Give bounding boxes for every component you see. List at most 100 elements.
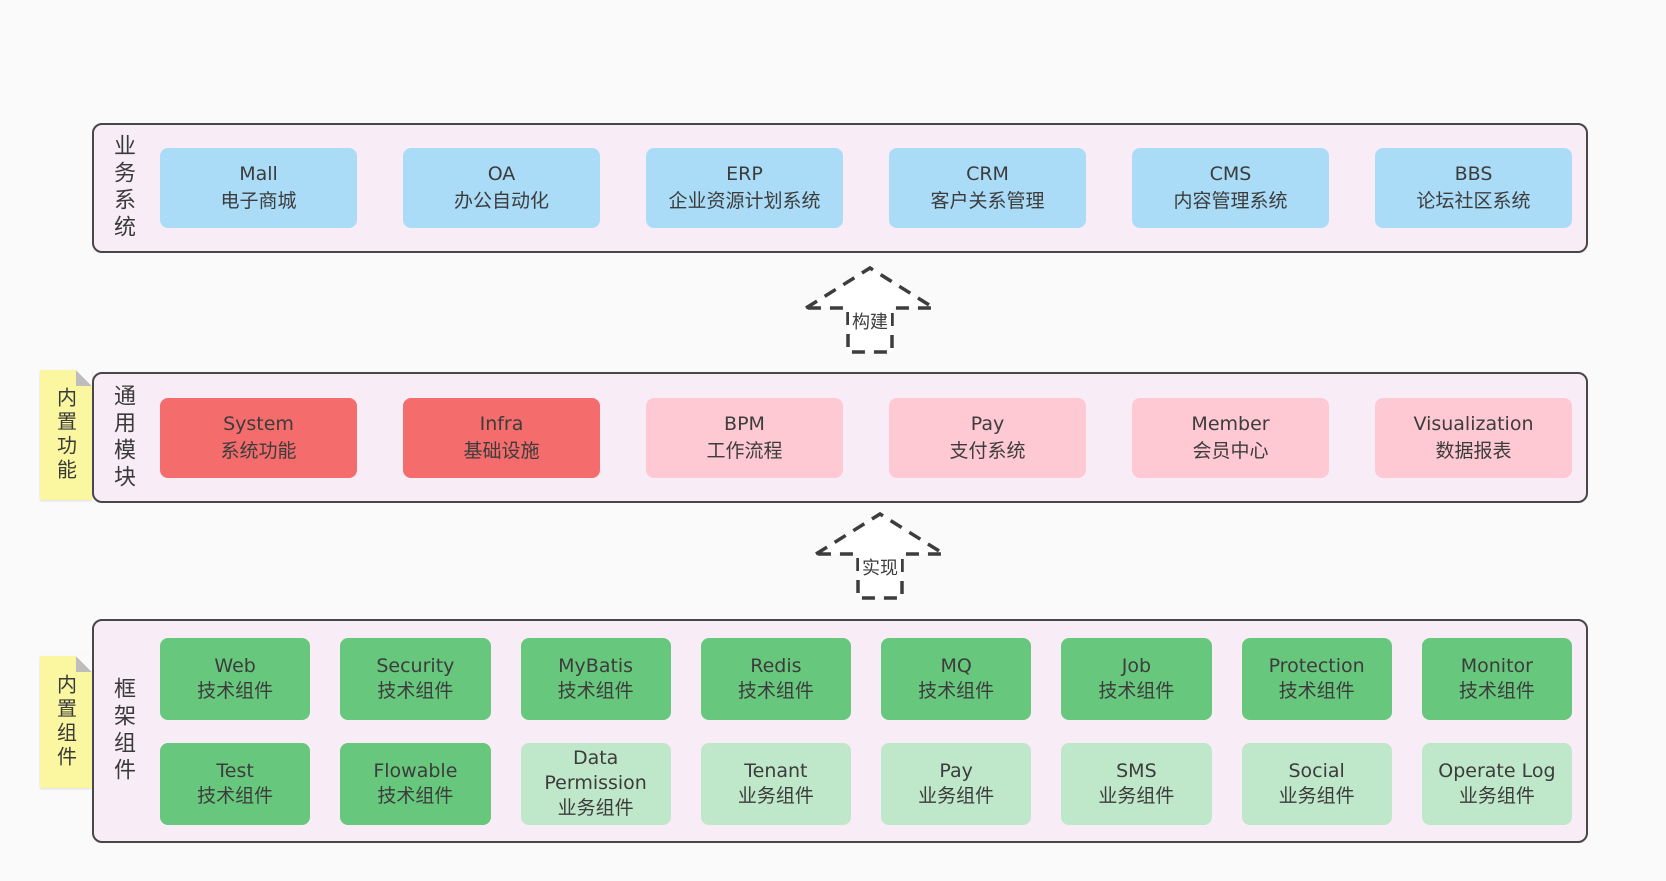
diagram-box: Infra 基础设施 (403, 397, 600, 478)
box-desc: 技术组件 (197, 784, 274, 807)
box-name: BBS (1454, 163, 1493, 186)
diagram-box: BPM 工作流程 (646, 397, 843, 478)
box-name: Visualization (1413, 412, 1534, 435)
box-name: CMS (1209, 163, 1252, 186)
box-desc: 业务组件 (737, 784, 814, 807)
diagram-box: Protection 技术组件 (1241, 637, 1392, 720)
box-name: Pay (970, 412, 1005, 435)
box-name: Test (216, 759, 254, 782)
box-desc: 技术组件 (1458, 679, 1535, 702)
box-name: CRM (966, 163, 1009, 186)
band-business-systems: 业务系统 Mall 电子商城 OA 办公自动化 ERP 企业资源计划系统 (92, 123, 1588, 253)
sticky-note-label: 内置组件 (53, 674, 78, 770)
band-framework-components: 框架组件 Web 技术组件 Security 技术组件 MyBatis 技术组件 (92, 619, 1588, 843)
box-desc: 会员中心 (1192, 439, 1269, 462)
box-name: OA (487, 163, 516, 186)
box-name: Operate Log (1438, 759, 1556, 782)
box-name: Protection (1268, 654, 1365, 677)
build-arrow-label: 构建 (849, 308, 891, 334)
box-desc: 业务组件 (918, 784, 995, 807)
diagram-box: Pay 业务组件 (881, 742, 1032, 825)
box-name: MQ (940, 654, 972, 677)
box-desc: 技术组件 (197, 679, 274, 702)
diagram-box: MyBatis 技术组件 (520, 637, 671, 720)
box-name: BPM (724, 412, 765, 435)
box-desc: 技术组件 (377, 784, 454, 807)
diagram-box: Redis 技术组件 (700, 637, 851, 720)
diagram-box: Web 技术组件 (160, 637, 311, 720)
box-desc: 技术组件 (918, 679, 995, 702)
diagram-box: Member 会员中心 (1132, 397, 1329, 478)
box-name: Tenant (744, 759, 808, 782)
box-desc: 客户关系管理 (930, 190, 1045, 212)
band-label-common-modules: 通用模块 (110, 383, 135, 492)
sticky-note-builtin-features: 内置功能 (40, 370, 92, 500)
band-label-framework-components: 框架组件 (110, 677, 135, 785)
box-name: Member (1191, 412, 1270, 435)
box-desc: 工作流程 (706, 439, 783, 462)
box-desc: 技术组件 (737, 679, 814, 702)
diagram-box: MQ 技术组件 (881, 637, 1032, 720)
box-desc: 基础设施 (463, 439, 540, 462)
build-arrow: 构建 (800, 264, 940, 356)
diagram-box: OA 办公自动化 (403, 148, 600, 228)
diagram-box: Mall 电子商城 (160, 148, 357, 228)
sticky-note-builtin-components: 内置组件 (40, 656, 92, 788)
box-name: SMS (1116, 759, 1157, 782)
box-name: Pay (939, 759, 973, 782)
box-desc: 企业资源计划系统 (668, 190, 821, 212)
framework-box-grid: Web 技术组件 Security 技术组件 MyBatis 技术组件 Redi… (138, 621, 1572, 841)
sticky-note-label: 内置功能 (53, 387, 78, 483)
box-desc: 业务组件 (1278, 784, 1355, 807)
band-label-business-systems: 业务系统 (110, 134, 135, 242)
box-name: Mall (239, 163, 278, 186)
box-desc: 系统功能 (220, 439, 297, 462)
box-desc: 技术组件 (1098, 679, 1175, 702)
box-desc: 论坛社区系统 (1416, 190, 1531, 212)
diagram-box: Security 技术组件 (340, 637, 491, 720)
box-desc: 办公自动化 (453, 190, 549, 212)
box-name: Job (1121, 654, 1152, 677)
diagram-box: CRM 客户关系管理 (889, 148, 1086, 228)
box-desc: 技术组件 (557, 679, 634, 702)
box-desc: 业务组件 (1098, 784, 1175, 807)
diagram-box: Monitor 技术组件 (1421, 637, 1572, 720)
implement-arrow-label: 实现 (859, 554, 901, 580)
diagram-box: Pay 支付系统 (889, 397, 1086, 478)
diagram-box: CMS 内容管理系统 (1132, 148, 1329, 228)
band-common-modules: 通用模块 System 系统功能 Infra 基础设施 BPM 工作流程 (92, 372, 1588, 503)
modules-box-row: System 系统功能 Infra 基础设施 BPM 工作流程 Pay 支付系统 (138, 374, 1572, 501)
diagram-box: Tenant 业务组件 (700, 742, 851, 825)
box-desc: 技术组件 (377, 679, 454, 702)
diagram-box: System 系统功能 (160, 397, 357, 478)
implement-arrow: 实现 (810, 510, 950, 602)
diagram-box: Data Permission 业务组件 (520, 742, 671, 825)
diagram-box: ERP 企业资源计划系统 (646, 148, 843, 228)
diagram-box: Test 技术组件 (160, 742, 311, 825)
diagram-box: SMS 业务组件 (1061, 742, 1212, 825)
box-desc: 业务组件 (557, 796, 634, 819)
diagram-box: Job 技术组件 (1061, 637, 1212, 720)
box-desc: 支付系统 (949, 439, 1026, 462)
box-name: Security (376, 654, 455, 677)
box-name: Redis (750, 654, 802, 677)
box-name: ERP (726, 163, 763, 186)
business-box-row: Mall 电子商城 OA 办公自动化 ERP 企业资源计划系统 CRM 客户关系… (138, 125, 1572, 251)
box-name: Monitor (1460, 654, 1533, 677)
box-name: Web (214, 654, 256, 677)
diagram-box: Social 业务组件 (1241, 742, 1392, 825)
box-desc: 业务组件 (1458, 784, 1535, 807)
box-name: System (223, 412, 294, 435)
box-desc: 电子商城 (220, 190, 297, 212)
diagram-box: Flowable 技术组件 (340, 742, 491, 825)
box-name: Social (1288, 759, 1345, 782)
diagram-box: BBS 论坛社区系统 (1375, 148, 1572, 228)
box-desc: 内容管理系统 (1173, 190, 1288, 212)
diagram-box: Operate Log 业务组件 (1421, 742, 1572, 825)
box-name: MyBatis (558, 654, 634, 677)
box-name: Data Permission (544, 747, 647, 795)
box-name: Infra (479, 412, 524, 435)
box-desc: 技术组件 (1278, 679, 1355, 702)
diagram-box: Visualization 数据报表 (1375, 397, 1572, 478)
